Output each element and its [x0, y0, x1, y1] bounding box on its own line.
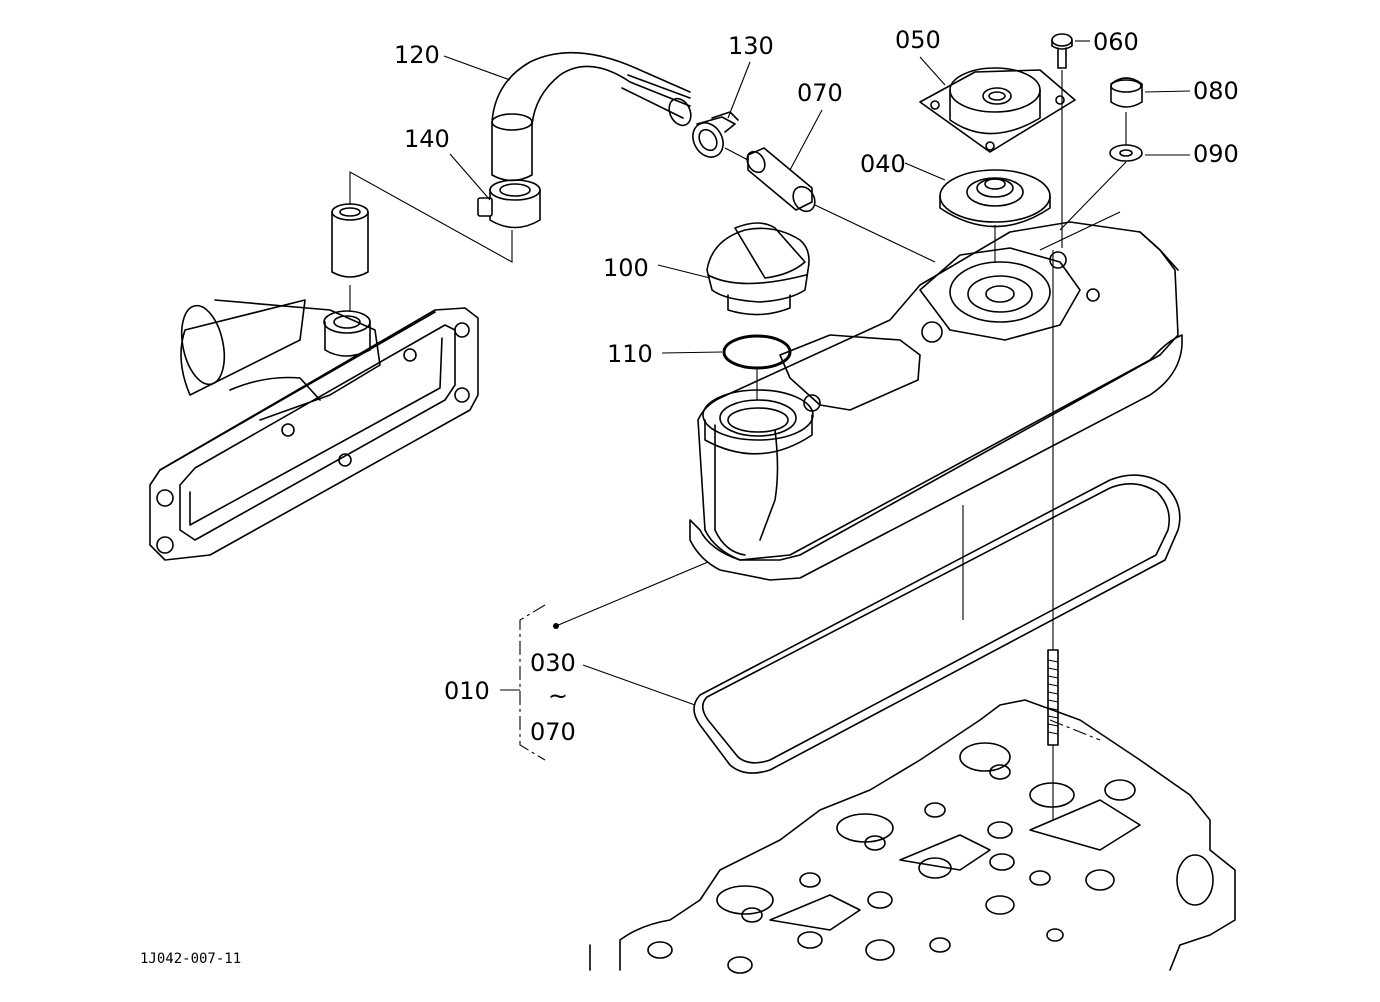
breather-hose-assembly: [331, 51, 692, 312]
inlet-manifold-drawing: [149, 299, 479, 561]
callout-030: 030: [530, 649, 576, 677]
assembly-bracket: [500, 561, 709, 761]
callout-050: 050: [895, 26, 941, 54]
head-cover: [689, 211, 1183, 581]
callout-range-tilde: ~: [548, 682, 568, 710]
callout-010: 010: [444, 677, 490, 705]
callout-100: 100: [603, 254, 649, 282]
callout-040: 040: [860, 150, 906, 178]
callout-120: 120: [394, 41, 440, 69]
leader-lines: [443, 40, 1191, 706]
callout-060: 060: [1093, 28, 1139, 56]
callout-090: 090: [1193, 140, 1239, 168]
head-cover-gasket: [693, 474, 1181, 774]
callout-080: 080: [1193, 77, 1239, 105]
callout-140: 140: [404, 125, 450, 153]
hose-clamp-and-nipple: [692, 111, 936, 263]
oil-filler-cap: [706, 222, 810, 370]
cylinder-head-drawing: [589, 250, 1236, 974]
callout-labels: 120 130 070 140 050 060 080 090 040 100 …: [140, 26, 1239, 967]
breather-cover-group: [919, 33, 1143, 262]
drawing-code: 1J042-007-11: [140, 951, 241, 967]
callout-070-range: 070: [530, 718, 576, 746]
callout-130: 130: [728, 32, 774, 60]
callout-070: 070: [797, 79, 843, 107]
callout-110: 110: [607, 340, 653, 368]
